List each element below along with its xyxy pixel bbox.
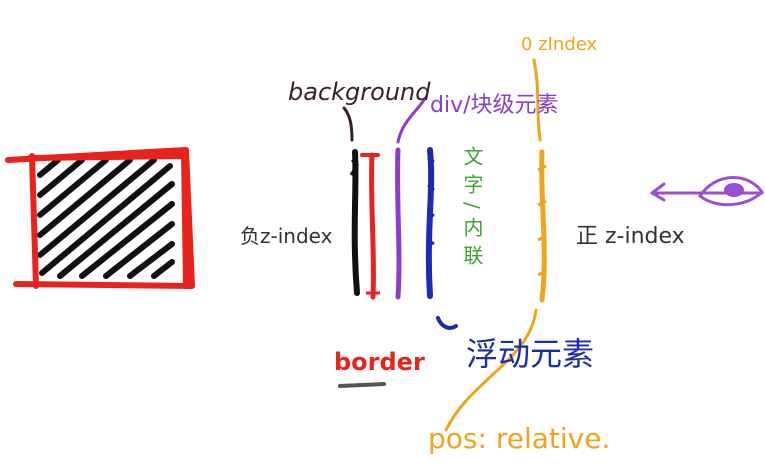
border-underline bbox=[338, 382, 386, 388]
border-layer-stroke bbox=[360, 152, 380, 300]
eye-icon bbox=[650, 176, 764, 207]
inline-text-label: 文字/内联 bbox=[460, 146, 484, 273]
negative-zindex-label: 负z-index bbox=[240, 224, 333, 248]
positive-zindex-label: 正 z-index bbox=[576, 224, 685, 249]
block-layer-stroke bbox=[395, 98, 426, 300]
zero-zindex-label: 0 zIndex bbox=[521, 34, 598, 55]
float-layer-stroke bbox=[425, 147, 458, 330]
border-label: border bbox=[334, 348, 425, 376]
background-layer-stroke bbox=[349, 149, 360, 296]
zero-layer-stroke bbox=[444, 58, 547, 432]
hatched-box-icon bbox=[5, 147, 195, 289]
float-label: 浮动元素 bbox=[466, 335, 594, 373]
background-label: background bbox=[288, 78, 431, 106]
background-leader-line bbox=[342, 106, 354, 142]
div-block-label: div/块级元素 bbox=[430, 93, 559, 118]
pos-relative-label: pos: relative. bbox=[428, 422, 610, 455]
